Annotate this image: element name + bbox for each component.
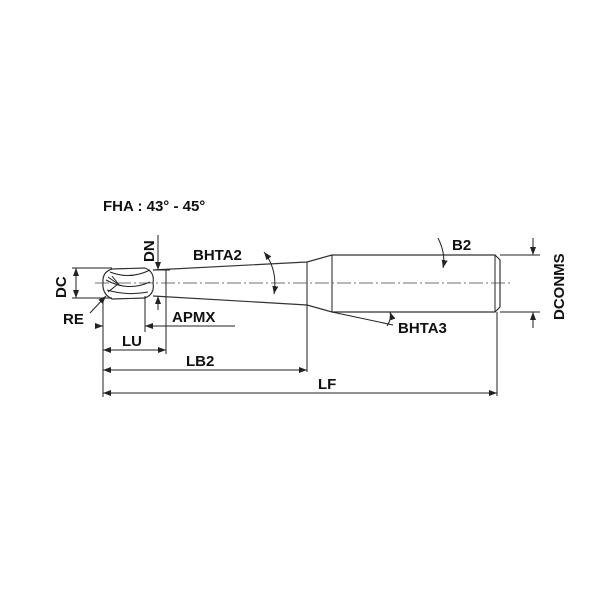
re-leader [89,295,107,314]
dimensions [72,235,540,397]
dn-label: DN [141,240,158,262]
lu-label: LU [122,333,142,350]
lf-label: LF [318,376,336,393]
dconms-label: DCONMS [551,253,568,320]
b2-arc [437,237,448,269]
flute-lines [105,269,151,295]
lb2-label: LB2 [186,353,214,370]
b2-label: B2 [452,237,471,254]
bhta2-arc [263,251,279,295]
dc-label: DC [53,276,70,298]
neck [152,254,501,313]
bhta3-arc [386,311,396,327]
bhta2-label: BHTA2 [193,247,242,264]
bhta3-label: BHTA3 [398,320,447,337]
re-label: RE [63,311,84,328]
fha-title: FHA : 43° - 45° [103,198,205,215]
apmx-label: APMX [172,309,215,326]
tool-outline [95,254,510,313]
